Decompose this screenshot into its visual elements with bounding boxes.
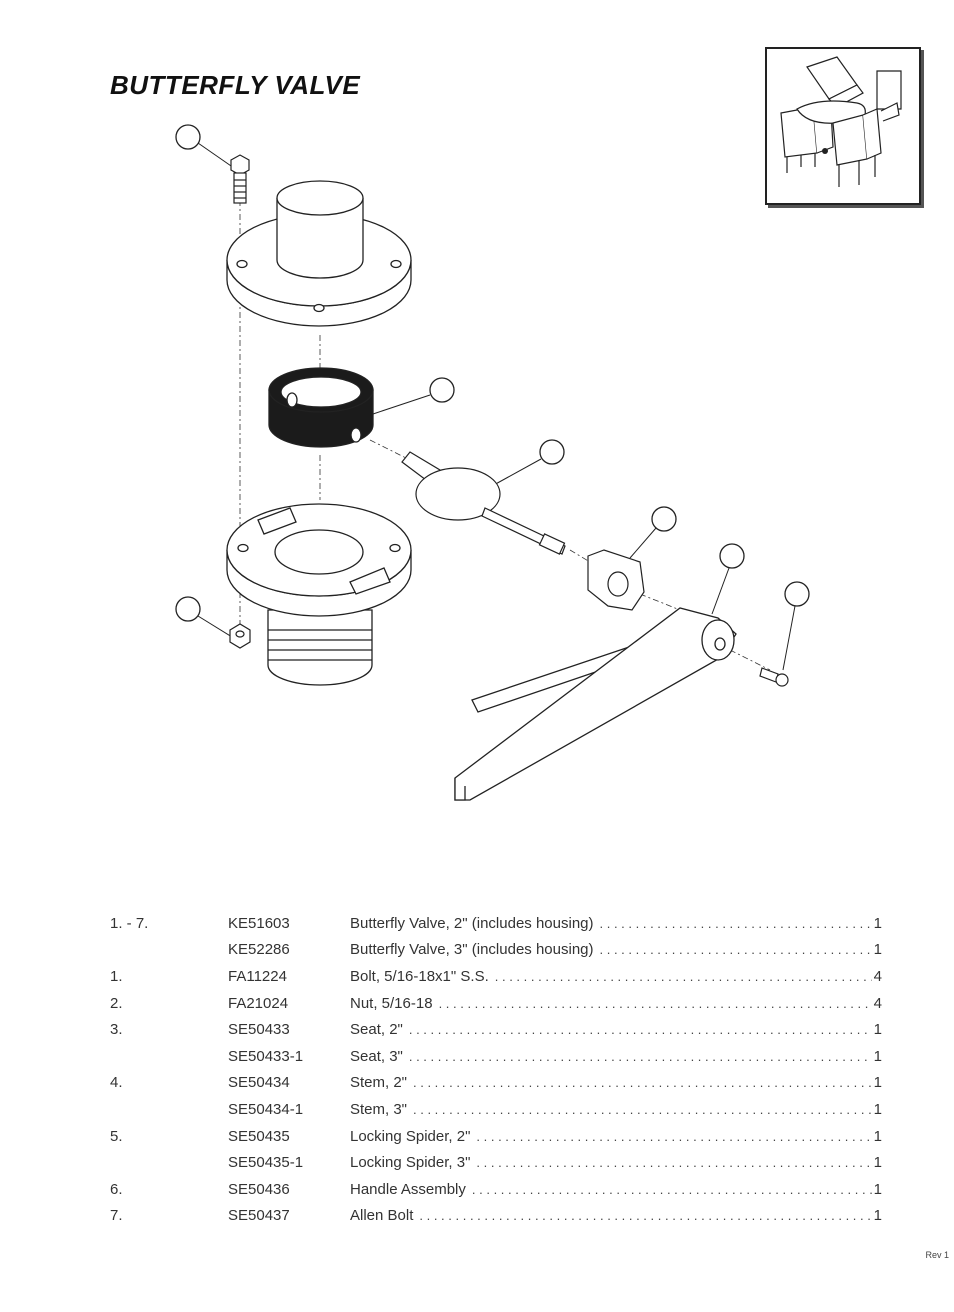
callout-nut xyxy=(175,596,201,622)
part-description: Bolt, 5/16-18x1" S.S. xyxy=(350,967,489,985)
parts-row: KE52286 Butterfly Valve, 3" (includes ho… xyxy=(110,937,882,964)
quantity: 1 xyxy=(873,941,882,959)
quantity: 1 xyxy=(873,1180,882,1198)
dot-leader xyxy=(476,1129,872,1144)
callout-stem xyxy=(539,439,565,465)
item-number: 6. xyxy=(110,1180,123,1198)
part-description: Seat, 3" xyxy=(350,1047,403,1065)
parts-row: 5. SE50435 Locking Spider, 2" 1 xyxy=(110,1123,882,1150)
dot-leader xyxy=(419,1208,872,1223)
part-number: SE50433 xyxy=(228,1021,290,1039)
part-number: SE50436 xyxy=(228,1180,290,1198)
part-description: Locking Spider, 2" xyxy=(350,1127,471,1145)
exploded-view-diagram xyxy=(175,124,810,801)
callout-handle xyxy=(719,543,745,569)
callout-spider xyxy=(651,506,677,532)
part-number: SE50434-1 xyxy=(228,1100,304,1118)
dot-leader xyxy=(413,1102,872,1117)
quantity: 1 xyxy=(873,1127,882,1145)
quantity: 1 xyxy=(873,914,882,932)
parts-row: SE50435-1 Locking Spider, 3" 1 xyxy=(110,1149,882,1176)
quantity: 1 xyxy=(873,1074,882,1092)
quantity: 1 xyxy=(873,1047,882,1065)
part-number: FA21024 xyxy=(228,994,289,1012)
callout-seat xyxy=(429,377,455,403)
part-description: Handle Assembly xyxy=(350,1180,466,1198)
part-description: Nut, 5/16-18 xyxy=(350,994,433,1012)
parts-row: 2. FA21024 Nut, 5/16-18 4 xyxy=(110,990,882,1017)
part-number: SE50435 xyxy=(228,1127,290,1145)
parts-row: SE50434-1 Stem, 3" 1 xyxy=(110,1096,882,1123)
quantity: 4 xyxy=(873,994,882,1012)
parts-row: 1. - 7. KE51603 Butterfly Valve, 2" (inc… xyxy=(110,910,882,937)
part-description: Allen Bolt xyxy=(350,1207,414,1225)
dot-leader xyxy=(600,916,872,931)
item-number: 5. xyxy=(110,1127,123,1145)
quantity: 4 xyxy=(873,967,882,985)
parts-row: 6. SE50436 Handle Assembly 1 xyxy=(110,1176,882,1203)
quantity: 1 xyxy=(873,1021,882,1039)
dot-leader xyxy=(413,1075,872,1090)
part-number: SE50437 xyxy=(228,1207,290,1225)
item-number: 1. - 7. xyxy=(110,914,149,932)
dot-leader xyxy=(409,1049,872,1064)
quantity: 1 xyxy=(873,1207,882,1225)
part-description: Locking Spider, 3" xyxy=(350,1154,471,1172)
part-description: Stem, 2" xyxy=(350,1074,408,1092)
item-number: 2. xyxy=(110,994,123,1012)
callout-allen-bolt xyxy=(784,581,810,607)
part-number: SE50434 xyxy=(228,1074,290,1092)
part-number: KE51603 xyxy=(228,914,290,932)
dot-leader xyxy=(476,1155,872,1170)
item-number: 3. xyxy=(110,1021,123,1039)
item-number: 1. xyxy=(110,967,123,985)
callout-bolt xyxy=(175,124,201,150)
item-number: 7. xyxy=(110,1207,123,1225)
parts-row: 4. SE50434 Stem, 2" 1 xyxy=(110,1070,882,1097)
part-description: Butterfly Valve, 3" (includes housing) xyxy=(350,941,594,959)
dot-leader xyxy=(600,942,872,957)
kettle-thumbnail-image xyxy=(765,47,921,205)
parts-row: 3. SE50433 Seat, 2" 1 xyxy=(110,1016,882,1043)
part-number: KE52286 xyxy=(228,941,290,959)
parts-row: 1. FA11224 Bolt, 5/16-18x1" S.S. 4 xyxy=(110,963,882,990)
page-title: BUTTERFLY VALVE xyxy=(110,70,361,100)
item-number: 4. xyxy=(110,1074,123,1092)
quantity: 1 xyxy=(873,1100,882,1118)
part-description: Stem, 3" xyxy=(350,1100,408,1118)
dot-leader xyxy=(439,996,872,1011)
part-number: SE50433-1 xyxy=(228,1047,304,1065)
revision-label: Rev 1 xyxy=(925,1250,949,1260)
dot-leader xyxy=(472,1182,872,1197)
part-description: Seat, 2" xyxy=(350,1021,403,1039)
parts-row: SE50433-1 Seat, 3" 1 xyxy=(110,1043,882,1070)
parts-row: 7. SE50437 Allen Bolt 1 xyxy=(110,1203,882,1230)
part-number: FA11224 xyxy=(228,967,287,985)
part-number: SE50435-1 xyxy=(228,1154,304,1172)
quantity: 1 xyxy=(873,1154,882,1172)
dot-leader xyxy=(409,1022,872,1037)
part-description: Butterfly Valve, 2" (includes housing) xyxy=(350,914,594,932)
parts-list: 1. - 7. KE51603 Butterfly Valve, 2" (inc… xyxy=(110,910,882,1229)
dot-leader xyxy=(495,969,872,984)
